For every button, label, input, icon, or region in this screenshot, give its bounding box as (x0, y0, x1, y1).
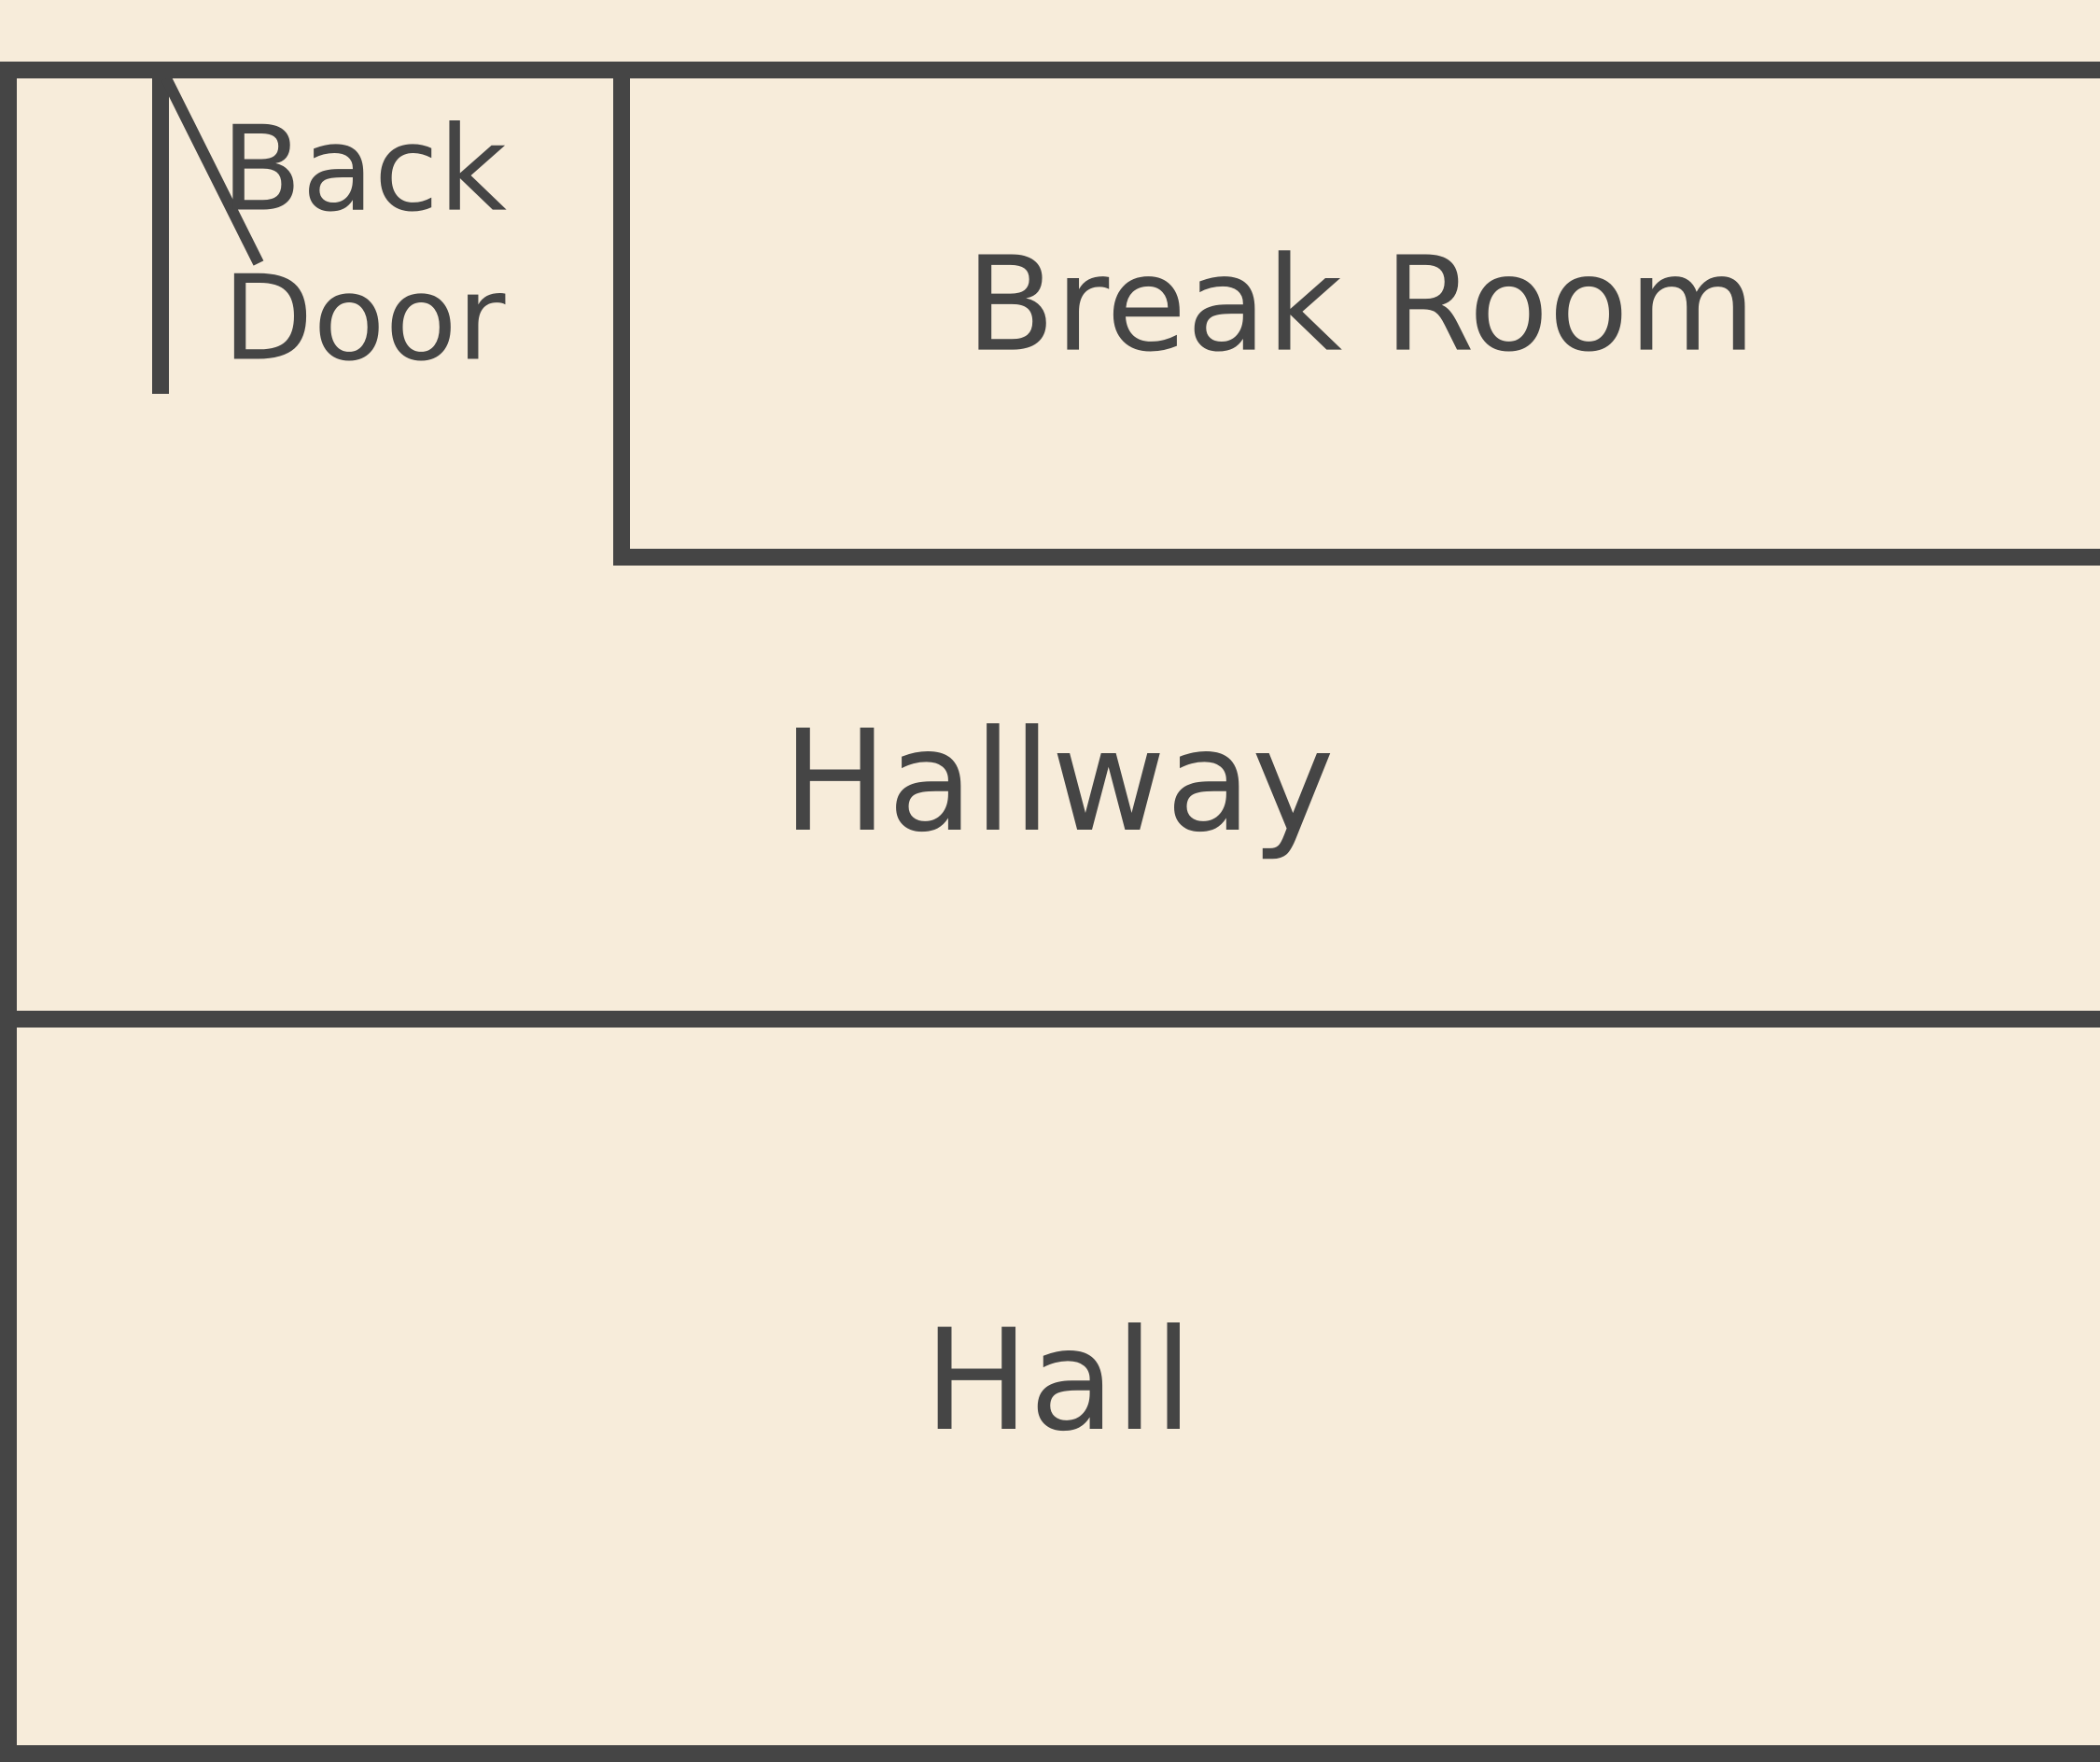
hall-label: Hall (924, 1300, 1193, 1462)
walls (0, 62, 2100, 1762)
door-swing-line (161, 76, 264, 266)
break-room-label: Break Room (966, 230, 1757, 382)
hallway-label: Hallway (782, 701, 1334, 863)
back-door-label-line1: Back (221, 101, 507, 238)
back-door-label-line2: Door (222, 250, 505, 387)
door-swing-icon (152, 76, 264, 394)
